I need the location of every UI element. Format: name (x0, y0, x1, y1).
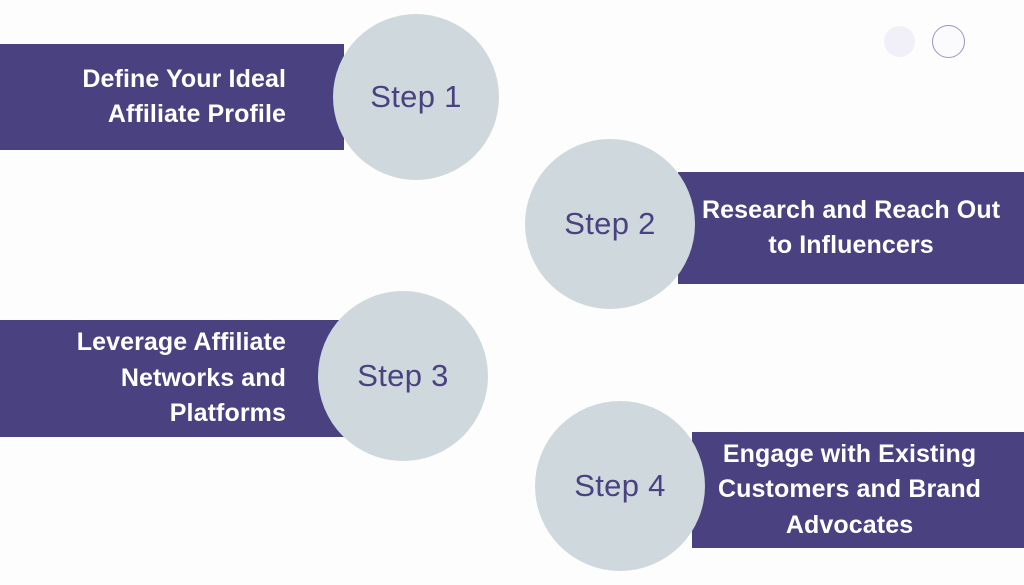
decorative-filled-circle-icon (884, 26, 915, 57)
step-4-label-text: Engage with Existing Customers and Brand… (718, 439, 982, 539)
step-2-label-text: Research and Reach Out to Influencers (702, 195, 1001, 260)
step-3-label-bar: Leverage Affiliate Networks and Platform… (0, 320, 350, 437)
step-3-label-text: Leverage Affiliate Networks and Platform… (76, 328, 286, 428)
step-1-badge-circle: Step 1 (333, 14, 499, 180)
step-4-badge-circle: Step 4 (535, 401, 705, 571)
step-2-label-bar: Research and Reach Out to Influencers (678, 172, 1024, 284)
step-4-badge-text: Step 4 (574, 468, 666, 503)
step-2-badge-circle: Step 2 (525, 139, 695, 309)
step-4-label-bar: Engage with Existing Customers and Brand… (692, 432, 1024, 548)
step-1-badge-text: Step 1 (370, 79, 462, 114)
step-1-label-text: Define Your Ideal Affiliate Profile (82, 64, 286, 129)
step-1-label-bar: Define Your Ideal Affiliate Profile (0, 44, 344, 150)
decorative-outlined-circle-icon (932, 25, 965, 58)
step-3-badge-circle: Step 3 (318, 291, 488, 461)
step-3-badge-text: Step 3 (357, 358, 449, 393)
step-2-badge-text: Step 2 (564, 206, 656, 241)
